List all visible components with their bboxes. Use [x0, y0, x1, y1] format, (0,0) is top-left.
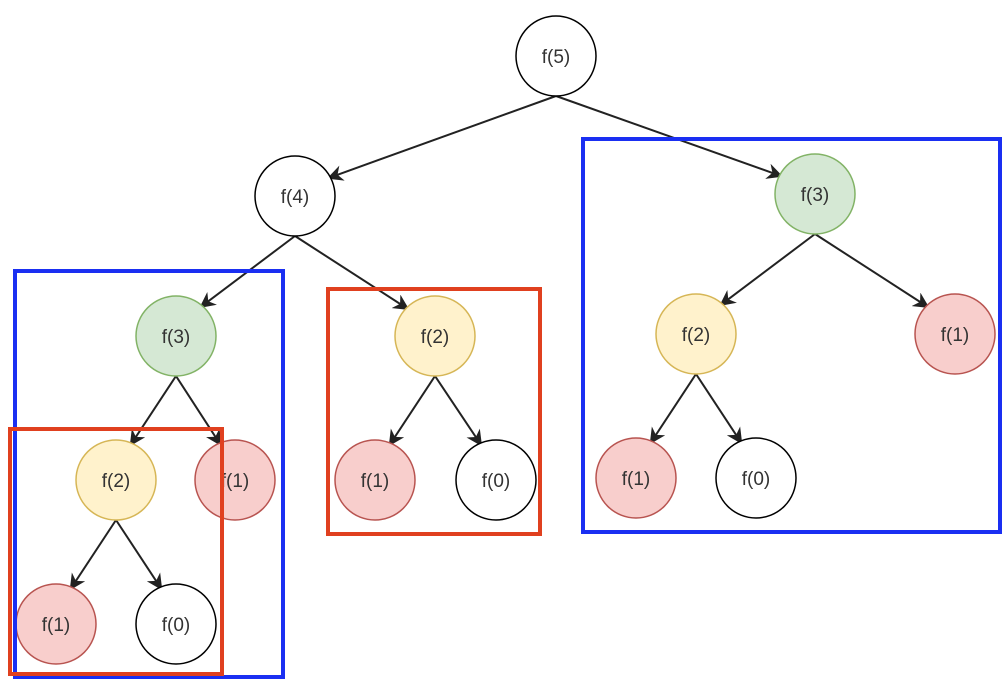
node-label: f(1): [221, 471, 250, 492]
tree-node: f(2): [75, 439, 157, 521]
tree-node: f(1): [15, 583, 97, 665]
tree-node: f(0): [135, 583, 217, 665]
edges-layer: [69, 95, 930, 591]
edge-n5-to-n3r: [555, 95, 783, 179]
edge-n2m-to-n0m: [434, 375, 483, 447]
box-mid-f2: [326, 287, 542, 536]
node-label: f(1): [42, 615, 71, 636]
node-label: f(4): [281, 187, 310, 208]
node-label: f(5): [542, 47, 571, 68]
tree-node: f(4): [254, 155, 336, 237]
tree-node: f(1): [334, 439, 416, 521]
node-label: f(2): [682, 325, 711, 346]
node-circle: [515, 15, 597, 97]
edge-n2l-to-n1ll: [69, 519, 117, 591]
edge-n2l-to-n0ll: [115, 519, 163, 591]
node-label: f(0): [162, 615, 191, 636]
node-label: f(2): [421, 327, 450, 348]
node-circle: [135, 295, 217, 377]
edge-n3l-to-n2l: [129, 375, 177, 447]
node-circle: [715, 437, 797, 519]
edge-n2r-to-n0rr: [695, 373, 743, 445]
edge-n3r-to-n1r: [814, 233, 930, 308]
node-label: f(3): [801, 185, 830, 206]
edge-n3r-to-n2r: [719, 233, 816, 307]
tree-node: f(1): [914, 293, 996, 375]
box-left-f2: [8, 427, 224, 676]
node-label: f(3): [162, 327, 191, 348]
node-label: f(2): [102, 471, 131, 492]
tree-node: f(0): [455, 439, 537, 521]
node-circle: [254, 155, 336, 237]
node-circle: [655, 293, 737, 375]
edge-n3l-to-n1l: [175, 375, 222, 447]
node-circle: [135, 583, 217, 665]
node-circle: [334, 439, 416, 521]
tree-node: f(1): [595, 437, 677, 519]
edge-n5-to-n4: [326, 95, 557, 181]
node-label: f(1): [941, 325, 970, 346]
edge-n2m-to-n1m: [388, 375, 436, 447]
node-circle: [455, 439, 537, 521]
tree-node: f(1): [194, 439, 276, 521]
node-label: f(1): [622, 469, 651, 490]
edge-n2r-to-n1rr: [649, 373, 697, 445]
node-label: f(0): [742, 469, 771, 490]
tree-node: f(0): [715, 437, 797, 519]
box-right-f3: [581, 137, 1002, 534]
node-circle: [774, 153, 856, 235]
edge-n4-to-n2m: [294, 235, 410, 310]
nodes-layer: f(5) f(4) f(3) f(3) f(2) f(2) f(1) f(2) f(1) f(1)…: [15, 15, 996, 665]
tree-node: f(3): [135, 295, 217, 377]
node-label: f(0): [482, 471, 511, 492]
tree-node: f(3): [774, 153, 856, 235]
node-circle: [914, 293, 996, 375]
box-left-f3: [13, 269, 285, 679]
tree-node: f(2): [394, 295, 476, 377]
tree-node: f(5): [515, 15, 597, 97]
node-label: f(1): [361, 471, 390, 492]
node-circle: [194, 439, 276, 521]
node-circle: [75, 439, 157, 521]
boxes-layer: [8, 137, 1002, 679]
node-circle: [595, 437, 677, 519]
node-circle: [394, 295, 476, 377]
tree-node: f(2): [655, 293, 737, 375]
